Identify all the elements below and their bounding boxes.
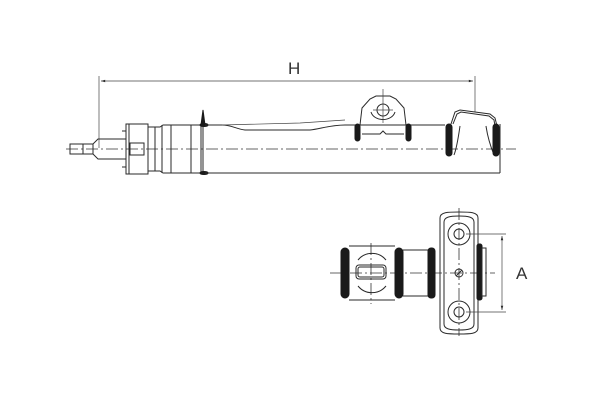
dimension-h: H	[98, 59, 476, 148]
dimension-a: A	[466, 233, 528, 313]
top-mount-flange	[125, 123, 149, 175]
end-view: A	[330, 208, 528, 336]
rod-tip	[69, 143, 84, 155]
bracket-mount	[354, 89, 412, 142]
dimension-h-label: H	[288, 59, 300, 78]
spring-seat	[445, 109, 501, 173]
dimension-a-label: A	[516, 264, 528, 283]
side-view	[66, 89, 516, 175]
